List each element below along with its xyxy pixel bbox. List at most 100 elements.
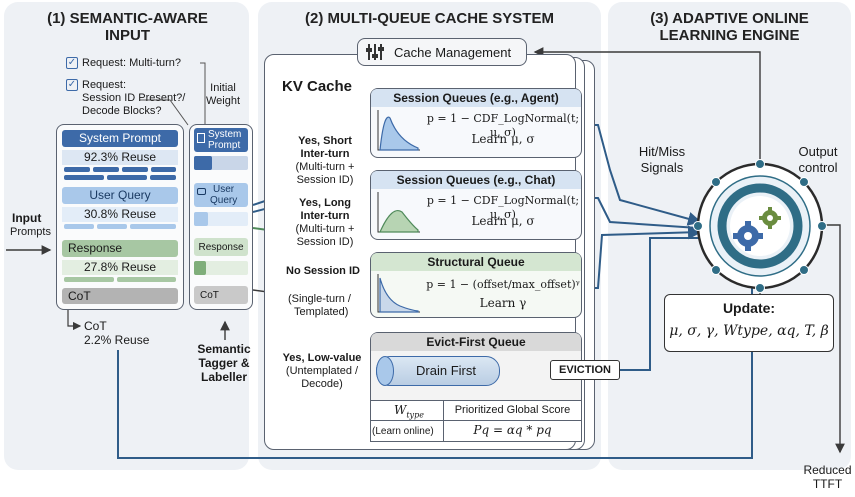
- cache-management-label: Cache Management: [394, 45, 512, 60]
- route2-line4: Session ID): [296, 236, 354, 248]
- q2-learn: Learn μ, σ: [471, 214, 535, 228]
- document-icon: [197, 133, 205, 143]
- check2-line2: Session ID Present?/: [82, 92, 186, 104]
- tag-response-weight-fill: [194, 261, 206, 275]
- input-label: Input: [12, 211, 42, 225]
- section3-title-2: LEARNING ENGINE: [659, 27, 800, 44]
- wtype-sub: type: [406, 410, 424, 420]
- system-reuse: 92.3% Reuse: [62, 150, 178, 165]
- score-table: [370, 400, 582, 442]
- system-bar-6: [107, 175, 147, 180]
- check2-line3: Decode Blocks?: [82, 105, 162, 117]
- initial-weight-2: Weight: [205, 95, 241, 107]
- drain-first-label: Drain First: [416, 363, 476, 378]
- route4-line3: Decode): [301, 378, 343, 390]
- tagger-label-3: Labeller: [200, 370, 248, 384]
- system-prompt-label: System Prompt: [78, 131, 162, 145]
- q1-formula: p = 1 − CDF_LogNormal(t; μ, σ): [426, 112, 580, 139]
- hitmiss-2: Signals: [640, 160, 684, 175]
- prompts-label: Prompts: [10, 226, 51, 238]
- system-bar-4: [151, 167, 176, 172]
- cot-header: [62, 288, 178, 304]
- output-2: control: [798, 160, 838, 175]
- response-bar-1: [64, 277, 114, 282]
- eviction-label: EVICTION: [559, 364, 611, 376]
- response-label: Response: [68, 241, 123, 255]
- q2-formula: p = 1 − CDF_LogNormal(t; μ, σ): [426, 194, 580, 221]
- route4-line2: (Untemplated /: [285, 365, 359, 377]
- update-title: Update:: [722, 300, 776, 316]
- q3-learn: Learn γ: [479, 296, 527, 310]
- cache-management-box: [357, 38, 527, 66]
- check2-line1: Request:: [82, 79, 127, 91]
- pq-formula: Pq = αq * pq: [473, 423, 552, 437]
- q1-learn: Learn μ, σ: [471, 132, 535, 146]
- cot-reuse: 2.2% Reuse: [84, 333, 150, 347]
- check2-icon: ✓: [66, 79, 78, 91]
- tag-user-2: Query: [210, 195, 238, 206]
- tag-user-weight-fill: [194, 212, 208, 226]
- system-bar-5: [64, 175, 104, 180]
- update-params: μ, σ, γ, Wtype, αq, T, β: [669, 323, 829, 339]
- section2-title: (2) MULTI-QUEUE CACHE SYSTEM: [305, 10, 554, 27]
- q1-title: Session Queues (e.g., Agent): [371, 89, 581, 107]
- user-bar-1: [64, 224, 94, 229]
- drain-cylinder-end: [376, 356, 394, 386]
- response-reuse: 27.8% Reuse: [62, 260, 178, 275]
- tag-user: [194, 183, 248, 207]
- tag-system-weight-fill: [194, 156, 212, 170]
- tag-cot-label: CoT: [200, 290, 219, 301]
- tagger-label-2: Tagger &: [198, 356, 250, 370]
- tag-response: [194, 238, 248, 256]
- route3-line3: Templated): [294, 306, 349, 318]
- user-query-label: User Query: [89, 188, 151, 202]
- tagger-label-1: Semantic: [197, 342, 251, 356]
- chat-icon: [197, 188, 206, 195]
- user-bar-3: [130, 224, 176, 229]
- section1-title-2: INPUT: [105, 27, 150, 44]
- tag-system-2: Prompt: [208, 140, 241, 151]
- user-bar-2: [97, 224, 127, 229]
- output-1: Output: [798, 144, 838, 159]
- user-query-header: [62, 187, 178, 204]
- q3-formula: p = 1 − (offset/max_offset)ᵞ: [426, 278, 580, 291]
- check1-icon: ✓: [66, 57, 78, 69]
- route4-line1: Yes, Low-value: [282, 352, 362, 364]
- tag-system-1: System: [208, 129, 242, 140]
- q2-title: Session Queues (e.g., Chat): [371, 171, 581, 189]
- initial-weight-1: Initial: [210, 82, 236, 94]
- system-prompt-header: [62, 130, 178, 147]
- section1-title-1: (1) SEMANTIC-AWARE: [47, 10, 208, 27]
- route1-line4: Session ID): [296, 174, 354, 186]
- tag-user-1: User: [213, 184, 235, 195]
- response-header: [62, 240, 178, 257]
- route1-line3: (Multi-turn +: [295, 161, 355, 173]
- tag-response-weight: [194, 261, 248, 275]
- reduced-1: Reduced: [803, 463, 852, 477]
- section3-title-1: (3) ADAPTIVE ONLINE: [650, 10, 809, 27]
- update-box: [664, 294, 834, 352]
- sliders-icon: [366, 44, 384, 60]
- drain-cylinder: [376, 356, 500, 386]
- q4-title: Evict-First Queue: [371, 333, 581, 351]
- learn-online: (Learn online): [372, 426, 434, 437]
- hitmiss-1: Hit/Miss: [638, 144, 686, 159]
- system-bar-3: [122, 167, 148, 172]
- route2-line3: (Multi-turn +: [295, 223, 355, 235]
- system-bar-7: [150, 175, 176, 180]
- wtype-w: W: [394, 403, 407, 417]
- reduced-2: TTFT: [812, 477, 843, 491]
- route1-line2: Inter-turn: [300, 148, 350, 160]
- route1-line1: Yes, Short: [298, 135, 352, 147]
- tag-response-label: Response: [198, 242, 244, 253]
- wtype-label: Wtype: [394, 404, 424, 421]
- pgs-label: Prioritized Global Score: [454, 404, 571, 416]
- eviction-box: [550, 360, 620, 380]
- tag-system: [194, 128, 248, 152]
- kv-cache-title: KV Cache: [282, 78, 353, 95]
- route3-line2: (Single-turn /: [288, 293, 351, 305]
- system-bar-2: [93, 167, 119, 172]
- tag-cot: [194, 286, 248, 304]
- route2-line1: Yes, Long: [299, 197, 351, 209]
- route2-line2: Inter-turn: [300, 210, 350, 222]
